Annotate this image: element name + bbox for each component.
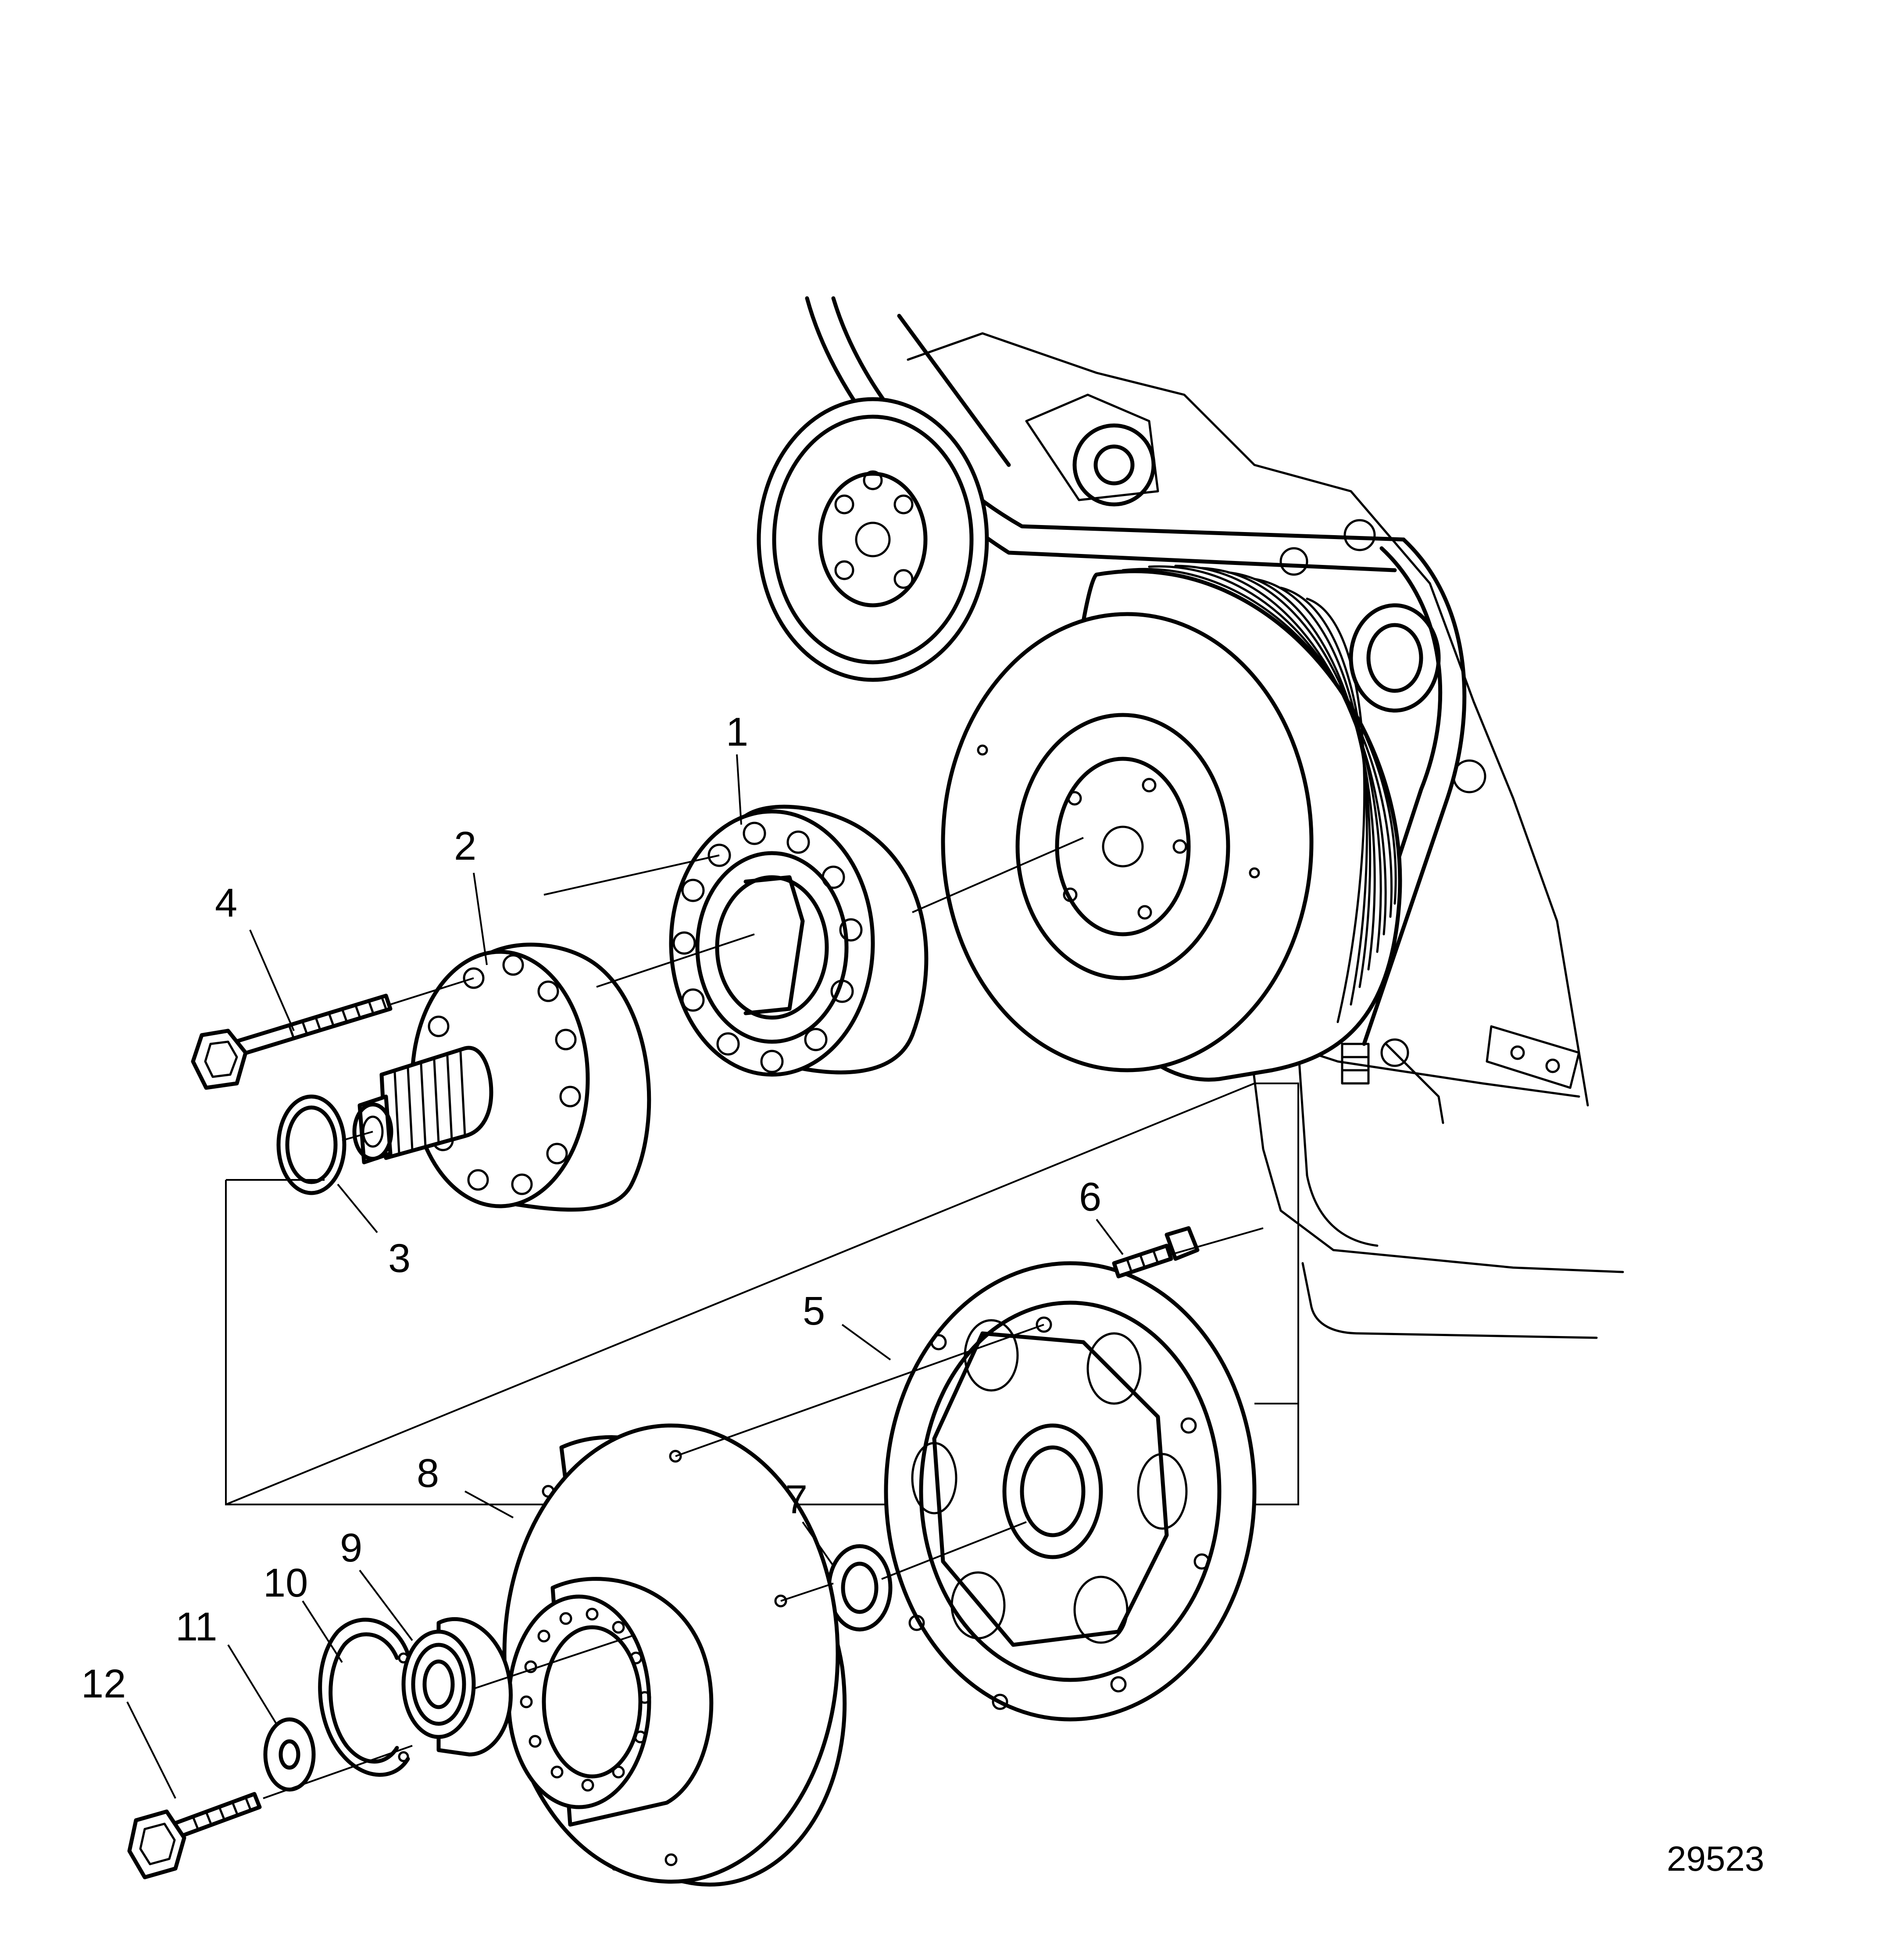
callout-6: 6 bbox=[1079, 1175, 1101, 1219]
callout-5: 5 bbox=[803, 1289, 825, 1333]
engine-block bbox=[805, 296, 1624, 1339]
callout-2: 2 bbox=[454, 824, 476, 868]
part-1-adapter-ring bbox=[669, 804, 929, 1077]
callout-9: 9 bbox=[340, 1526, 362, 1570]
callout-11: 11 bbox=[175, 1604, 218, 1649]
part-3-washer bbox=[276, 1094, 347, 1195]
crankshaft-pulley bbox=[941, 565, 1402, 1082]
explode-lines-lower bbox=[263, 1227, 1264, 1799]
accessory-pulley bbox=[757, 397, 989, 682]
callout-1: 1 bbox=[726, 710, 748, 754]
part-5-coupling-housing bbox=[884, 1261, 1257, 1722]
explode-lines-upper bbox=[342, 837, 1084, 1141]
callout-8: 8 bbox=[417, 1451, 439, 1496]
part-9-bearing bbox=[401, 1617, 513, 1757]
callout-labels: 1 2 3 4 5 6 7 8 9 10 11 12 bbox=[81, 710, 1101, 1706]
part-2-splined-hub bbox=[352, 943, 651, 1212]
drawing-number: 29523 bbox=[1667, 1839, 1764, 1878]
part-4-long-bolt bbox=[191, 993, 393, 1090]
callout-10: 10 bbox=[263, 1561, 308, 1605]
part-12-bolt bbox=[127, 1792, 262, 1879]
part-7-washer bbox=[827, 1544, 893, 1632]
callout-7: 7 bbox=[785, 1477, 807, 1522]
part-8-flange-disc bbox=[502, 1423, 847, 1887]
callout-3: 3 bbox=[388, 1236, 411, 1281]
leader-lines bbox=[126, 754, 1124, 1799]
callout-4: 4 bbox=[215, 881, 237, 925]
group-bracket bbox=[225, 1083, 1299, 1505]
callout-12: 12 bbox=[81, 1661, 126, 1706]
part-6-screw bbox=[1112, 1226, 1200, 1279]
part-11-washer bbox=[263, 1717, 316, 1792]
